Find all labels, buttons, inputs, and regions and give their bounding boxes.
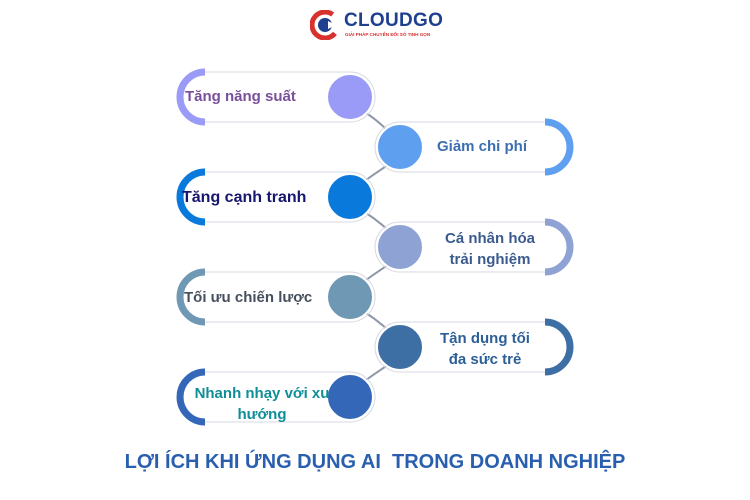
benefit-item-7	[176, 368, 376, 426]
brand-name: CLOUDGO	[344, 10, 444, 31]
circle-marker	[376, 223, 424, 271]
circle-marker	[376, 323, 424, 371]
benefit-label-2: Giảm chi phí	[437, 138, 528, 155]
circle-marker	[326, 73, 374, 121]
benefit-item-3	[176, 168, 376, 226]
cloudgo-logo: CLOUDGO GIẢI PHÁP CHUYỂN ĐỔI SỐ TINH GỌN	[310, 8, 450, 42]
benefit-label-7: Nhanh nhạy với xu hướng	[194, 385, 330, 423]
circle-marker	[326, 173, 374, 221]
benefit-label-4: Cá nhân hóa trải nghiệm	[444, 230, 535, 268]
brand-tagline: GIẢI PHÁP CHUYỂN ĐỔI SỐ TINH GỌN	[345, 32, 431, 37]
connector	[365, 112, 389, 132]
cloudgo-logo-icon	[310, 10, 340, 40]
circle-marker	[326, 273, 374, 321]
benefit-item-4	[374, 218, 574, 276]
benefit-label-1: Tăng năng suất	[185, 88, 296, 105]
circle-marker	[326, 373, 374, 421]
benefits-diagram	[176, 68, 574, 426]
circle-marker	[376, 123, 424, 171]
benefit-label-3: Tăng cạnh tranh	[182, 189, 307, 206]
benefit-item-5	[176, 268, 376, 326]
benefit-item-6	[374, 318, 574, 376]
diagram-caption: LỢI ÍCH KHI ỨNG DỤNG AI TRONG DOANH NGHI…	[124, 451, 626, 473]
benefit-item-2	[374, 118, 574, 176]
benefit-item-1	[176, 68, 376, 126]
benefit-label-6: Tận dụng tối đa sức trẻ	[440, 330, 530, 368]
benefit-label-5: Tối ưu chiến lược	[184, 289, 313, 306]
